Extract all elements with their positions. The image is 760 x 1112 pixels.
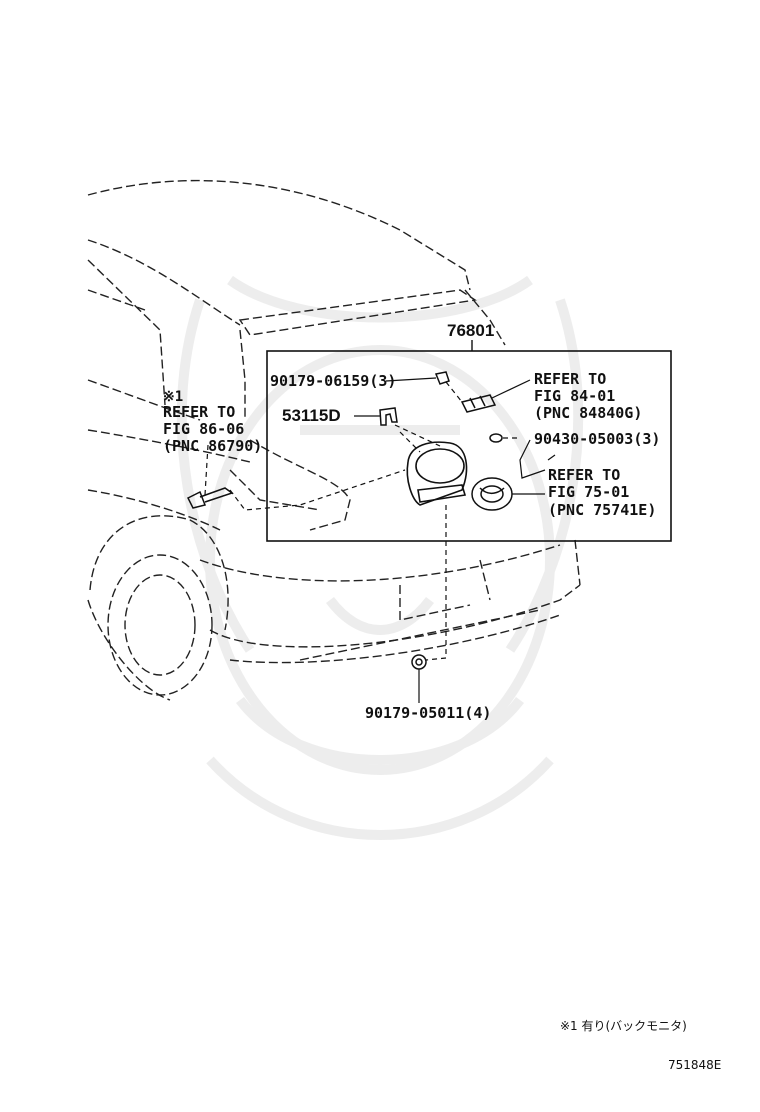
part-number-90179-05011: 90179-05011(4) (365, 704, 491, 722)
emblem-part (471, 477, 513, 511)
ref-7501-line1: REFER TO (548, 466, 620, 484)
ref-8606-line1: REFER TO (163, 403, 235, 421)
watermark-emblem (176, 275, 584, 840)
ref-8401-line1: REFER TO (534, 370, 606, 388)
part-number-76801: 76801 (447, 321, 494, 340)
ref-7501-line3: (PNC 75741E) (548, 501, 656, 519)
part-number-90430-05003: 90430-05003(3) (534, 430, 660, 448)
leader-lines (204, 381, 518, 661)
ref-8401-line3: (PNC 84840G) (534, 404, 642, 422)
bracket-part (379, 407, 398, 426)
drawing-number: 751848E (668, 1058, 722, 1072)
camera-part (186, 487, 234, 509)
ref-8606-mark: ※1 (163, 389, 183, 405)
footnote: ※1 有り(バックモニタ) (560, 1019, 687, 1033)
ref-8401-line2: FIG 84-01 (534, 387, 615, 405)
garnish-part (406, 441, 468, 506)
ref-7501-line2: FIG 75-01 (548, 483, 629, 501)
solid-leaders (354, 377, 556, 703)
ref-8606-line2: FIG 86-06 (163, 420, 244, 438)
part-number-53115D: 53115D (282, 406, 341, 425)
part-number-90179-06159: 90179-06159(3) (270, 372, 396, 390)
reference-fig-84-01: REFER TO FIG 84-01 (PNC 84840G) (534, 370, 642, 422)
lamp-part (460, 394, 497, 413)
clip-parts (411, 371, 503, 670)
assembly-box (266, 350, 672, 542)
reference-fig-86-06: ※1 REFER TO FIG 86-06 (PNC 86790) (163, 389, 262, 455)
vehicle-rear-outline (87, 179, 581, 701)
ref-8606-line3: (PNC 86790) (163, 437, 262, 455)
reference-fig-75-01: REFER TO FIG 75-01 (PNC 75741E) (548, 466, 656, 519)
